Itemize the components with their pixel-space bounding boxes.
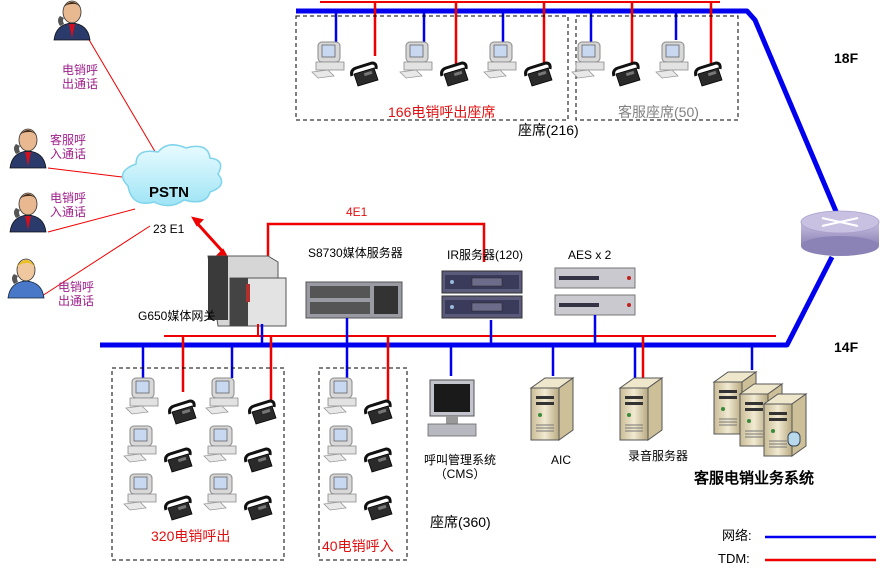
cms-label: 呼叫管理系统 （CMS） bbox=[424, 453, 497, 482]
recording-server-icon bbox=[619, 377, 663, 441]
legend-tdm-label: TDM: bbox=[718, 551, 750, 566]
floor14-drops bbox=[141, 336, 754, 400]
floor-14f-label: 14F bbox=[834, 339, 859, 355]
e1-link-4 bbox=[266, 222, 486, 262]
floor-18f-label: 18F bbox=[834, 50, 859, 66]
cms-label-line2: （CMS） bbox=[434, 466, 486, 481]
caller-link-1 bbox=[87, 37, 161, 161]
floor18-network-bus bbox=[296, 8, 846, 229]
aes-label: AES x 2 bbox=[568, 248, 612, 262]
floor18-total-label: 座席(216) bbox=[518, 122, 579, 138]
floor14-outbound-group bbox=[111, 367, 285, 561]
floor14-workstations bbox=[123, 377, 394, 522]
g650-gateway-icon bbox=[207, 255, 287, 327]
desk-phone-icon bbox=[612, 61, 642, 88]
cms-monitor-icon bbox=[427, 379, 477, 437]
s8730-media-server-label: S8730媒体服务器 bbox=[308, 246, 403, 260]
caller-agent-icon bbox=[53, 0, 91, 41]
workstation-pc-icon bbox=[655, 41, 689, 79]
caller-label-1-line2: 出通话 bbox=[62, 76, 99, 91]
caller-link-4 bbox=[41, 225, 151, 297]
floor14-total-label: 座席(360) bbox=[430, 514, 491, 530]
ir-server-icon bbox=[441, 295, 523, 319]
aes-server-icon bbox=[554, 267, 636, 289]
caller-label-4-line2: 出通话 bbox=[58, 293, 95, 308]
caller-customer-icon bbox=[7, 258, 45, 299]
s8730-media-server-icon bbox=[305, 281, 403, 319]
pstn-gateway-link bbox=[191, 216, 229, 259]
desk-phone-icon bbox=[694, 61, 724, 88]
caller-link-3 bbox=[47, 208, 136, 233]
caller-label-3-line1: 电销呼 bbox=[50, 191, 87, 205]
ir-server-label: IR服务器(120) bbox=[447, 248, 524, 262]
caller-label-2: 客服呼 入通话 bbox=[50, 133, 87, 162]
recording-server-label: 录音服务器 bbox=[628, 449, 689, 463]
caller-label-3-line2: 入通话 bbox=[50, 204, 87, 219]
router-icon bbox=[800, 210, 880, 256]
workstation-pc-icon bbox=[311, 41, 345, 79]
g650-gateway-label: G650媒体网关 bbox=[138, 309, 216, 323]
pstn-cloud-icon bbox=[121, 144, 223, 207]
business-system-servers-icon bbox=[713, 371, 807, 457]
caller-agent-icon bbox=[9, 192, 47, 233]
caller-label-2-line1: 客服呼 bbox=[50, 133, 87, 147]
caller-label-1-line1: 电销呼 bbox=[62, 63, 99, 77]
floor18-outbound-group bbox=[295, 15, 569, 121]
caller-label-3: 电销呼 入通话 bbox=[50, 191, 87, 220]
caller-label-2-line2: 入通话 bbox=[50, 146, 87, 161]
workstation-pc-icon bbox=[399, 41, 433, 79]
ir-server-icon bbox=[441, 270, 523, 294]
caller-label-4: 电销呼 出通话 bbox=[58, 280, 95, 309]
pstn-trunk-label: 23 E1 bbox=[153, 222, 185, 236]
desk-phone-icon bbox=[440, 61, 470, 88]
caller-agent-icon bbox=[9, 128, 47, 169]
floor18-outbound-label: 166电销呼出座席 bbox=[388, 104, 496, 120]
floor18-service-label: 客服座席(50) bbox=[618, 104, 699, 120]
aes-server-icon bbox=[554, 294, 636, 316]
aic-label: AIC bbox=[551, 453, 572, 467]
aic-server-icon bbox=[530, 377, 574, 441]
floor14-inbound-label: 40电销呼入 bbox=[322, 538, 394, 554]
desk-phone-icon bbox=[524, 61, 554, 88]
floor14-inbound-group bbox=[318, 367, 408, 561]
e1-link-label: 4E1 bbox=[346, 205, 368, 219]
workstation-pc-icon bbox=[571, 41, 605, 79]
caller-label-1: 电销呼 出通话 bbox=[62, 63, 99, 92]
floor14-outbound-label: 320电销呼出 bbox=[151, 528, 231, 544]
desk-phone-icon bbox=[350, 61, 380, 88]
caller-links bbox=[41, 37, 161, 297]
legend-network-label: 网络: bbox=[722, 528, 752, 543]
pstn-label: PSTN bbox=[149, 184, 190, 201]
cms-label-line1: 呼叫管理系统 bbox=[424, 453, 497, 467]
caller-link-2 bbox=[47, 167, 123, 178]
business-system-label: 客服电销业务系统 bbox=[694, 470, 815, 487]
floor14-network-bus bbox=[100, 255, 835, 348]
workstation-pc-icon bbox=[483, 41, 517, 79]
caller-label-4-line1: 电销呼 bbox=[58, 280, 95, 294]
